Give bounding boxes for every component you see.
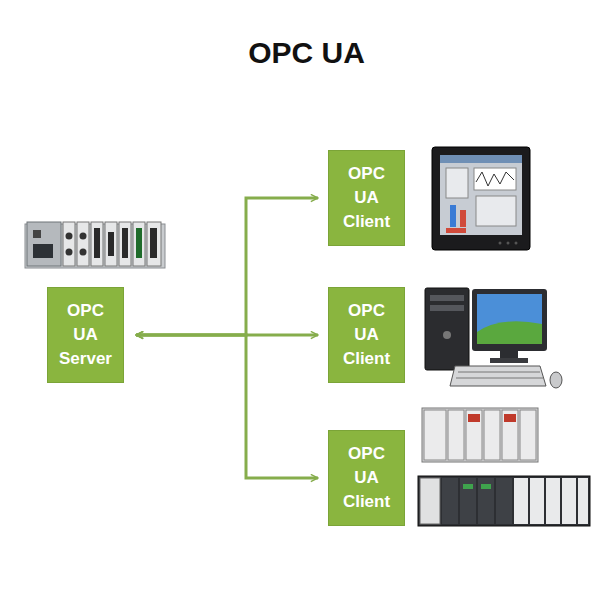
server-box: OPC UA Server [47, 287, 124, 383]
box-label: OPC UA Client [343, 442, 390, 514]
client-box: OPC UA Client [328, 430, 405, 526]
desktop-pc [425, 288, 562, 388]
hmi-panel [432, 147, 530, 250]
box-label: OPC UA Server [59, 299, 112, 371]
connector-arrow [136, 335, 318, 478]
connector-arrow [136, 198, 318, 335]
client-box: OPC UA Client [328, 287, 405, 383]
box-label: OPC UA Client [343, 299, 390, 371]
io-rack [25, 222, 165, 268]
box-label: OPC UA Client [343, 162, 390, 234]
client-box: OPC UA Client [328, 150, 405, 246]
plc-racks [418, 408, 590, 526]
diagram-title: OPC UA [0, 36, 613, 70]
